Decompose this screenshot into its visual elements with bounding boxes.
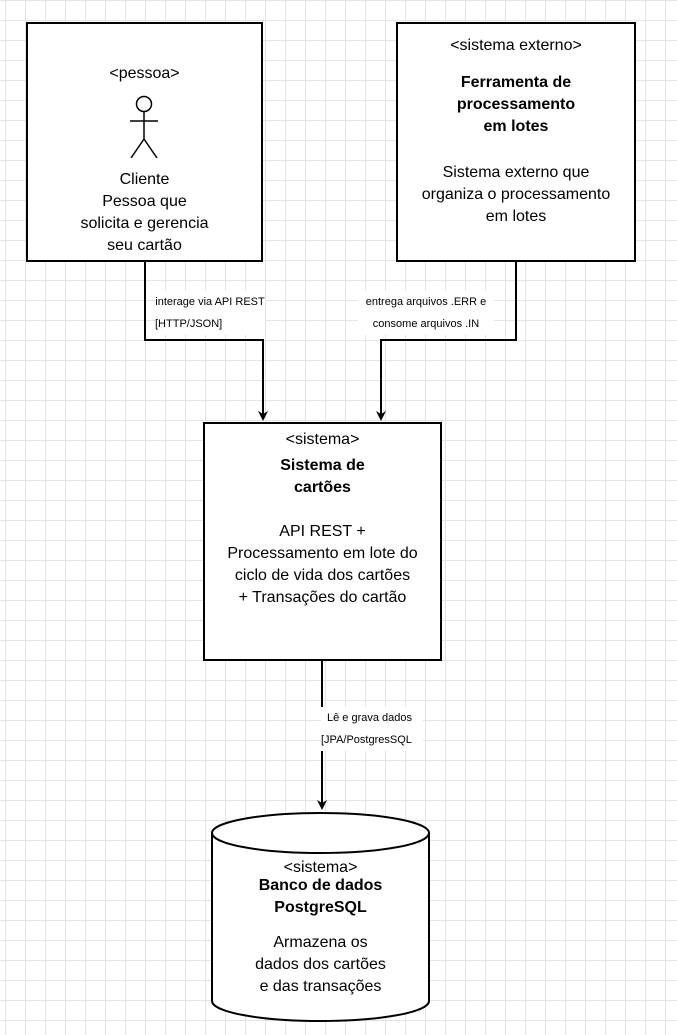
external-system-box[interactable]: <sistema externo> Ferramenta de processa… — [396, 22, 636, 262]
external-title: Ferramenta de processamento em lotes — [398, 72, 634, 138]
edge-label-line: [JPA/PostgresSQL — [321, 734, 412, 746]
database-title: Banco de dados PostgreSQL — [211, 875, 430, 919]
system-desc-line: ciclo de vida dos cartões — [234, 567, 411, 584]
external-desc-line: Sistema externo que — [442, 164, 590, 181]
edge-label-line: consome arquivos .IN — [372, 318, 480, 330]
edge-label-system-to-db: Lê e grava dados [JPA/PostgresSQL — [321, 707, 423, 751]
external-title-line: em lotes — [483, 118, 549, 135]
edge-label-line: entrega arquivos .ERR e — [365, 296, 487, 308]
database-cylinder[interactable]: <sistema> Banco de dados PostgreSQL Arma… — [211, 812, 430, 1022]
system-desc-line: API REST + — [279, 523, 366, 540]
person-desc-line: Pessoa que — [102, 193, 187, 210]
system-desc-line: + Transações do cartão — [238, 589, 407, 606]
person-description: Pessoa que solicita e gerencia seu cartã… — [28, 191, 261, 257]
database-desc-line: e das transações — [259, 978, 382, 995]
person-desc-line: seu cartão — [107, 237, 182, 254]
person-stereotype: <pessoa> — [109, 65, 180, 82]
external-description: Sistema externo que organiza o processam… — [398, 162, 634, 228]
external-desc-line: organiza o processamento — [421, 186, 611, 203]
person-name: Cliente — [119, 171, 170, 188]
edge-label-line: interage via API REST — [155, 296, 265, 308]
external-title-line: processamento — [456, 96, 576, 113]
person-box-cliente[interactable]: <pessoa> Cliente Pessoa que solicita e g… — [26, 22, 263, 262]
database-cylinder-shape — [211, 812, 430, 1022]
database-title-line: PostgreSQL — [274, 899, 367, 916]
database-description: Armazena os dados dos cartões e das tran… — [211, 932, 430, 998]
system-title-line: Sistema de — [280, 457, 365, 474]
edge-label-line: [HTTP/JSON] — [155, 318, 223, 330]
edge-label-person-to-system: interage via API REST [HTTP/JSON] — [155, 291, 265, 335]
database-stereotype: <sistema> — [283, 859, 358, 876]
database-title-line: Banco de dados — [258, 877, 383, 894]
external-title-line: Ferramenta de — [460, 74, 572, 91]
system-title: Sistema de cartões — [205, 455, 440, 499]
edge-label-line: Lê e grava dados — [327, 712, 413, 724]
system-stereotype: <sistema> — [285, 431, 360, 448]
system-title-line: cartões — [294, 479, 351, 496]
database-desc-line: dados dos cartões — [255, 956, 386, 973]
person-actor-icon — [130, 95, 158, 158]
external-desc-line: em lotes — [485, 208, 547, 225]
system-description: API REST + Processamento em lote do cicl… — [205, 521, 440, 609]
external-stereotype: <sistema externo> — [450, 37, 582, 54]
arrow-person-to-system[interactable] — [144, 261, 268, 421]
arrow-external-to-system[interactable] — [376, 261, 517, 421]
edge-label-external-to-system: entrega arquivos .ERR e consome arquivos… — [358, 291, 494, 335]
card-system-box[interactable]: <sistema> Sistema de cartões API REST + … — [203, 422, 442, 661]
person-desc-line: solicita e gerencia — [80, 215, 209, 232]
system-desc-line: Processamento em lote do — [227, 545, 418, 562]
database-desc-line: Armazena os — [273, 934, 368, 951]
